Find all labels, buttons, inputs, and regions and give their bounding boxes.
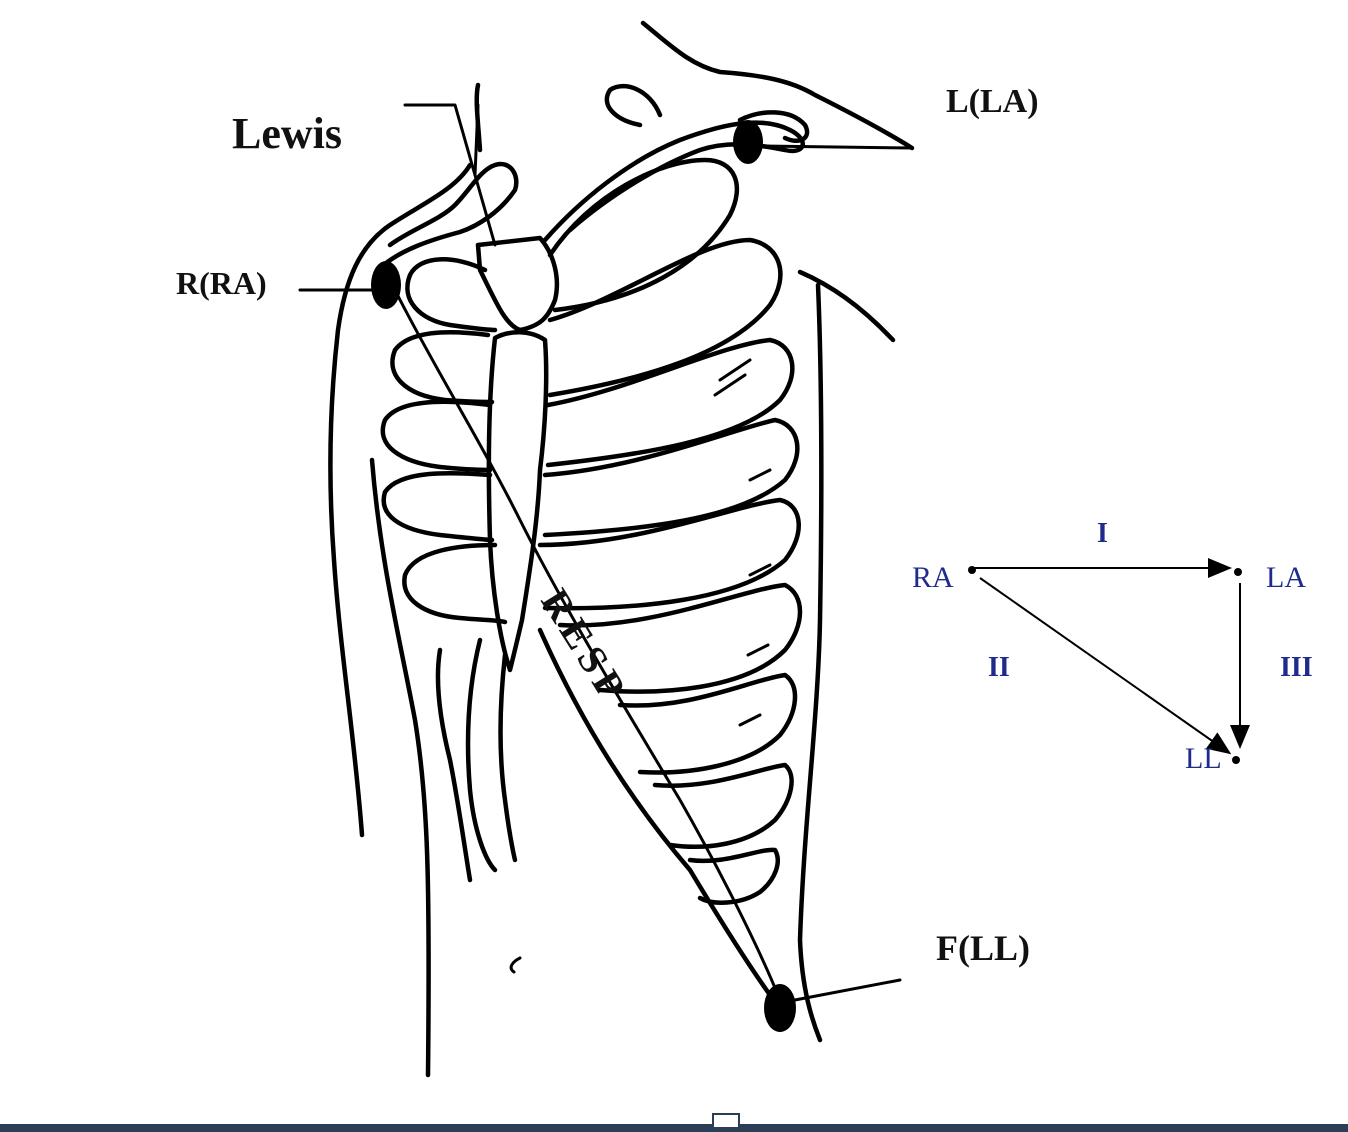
ra-node-label: RA [912,561,954,594]
torso-right-contour [797,282,824,1043]
ra-node-dot [968,566,976,574]
intercostal-mark [738,713,762,727]
right-rib [498,652,518,863]
intercostal-mark [718,358,752,382]
left-rib [617,672,798,775]
left-rib [547,237,783,398]
la-electrode-label: L(LA) [946,83,1039,120]
lead-ii-arrow [979,577,1232,755]
la-electrode [733,120,763,164]
lead-i-label: I [1097,518,1108,549]
lewis-pointer-line [403,103,497,247]
intercostal-mark [746,643,770,657]
electrode-labels: Lewis L(LA) R(RA) F(LL) RESP [176,83,1039,968]
right-rib [405,257,498,333]
right-rib [381,470,495,543]
manubrium [475,235,560,333]
left-rib [547,157,740,313]
bottom-tab-marker [712,1113,740,1127]
right-rib [390,330,495,405]
ra-to-ll-wire [393,288,782,1002]
right-rib [402,542,508,625]
right-rib [380,399,493,473]
neck-right-line [640,20,915,151]
torso-left-lower-contour [369,457,431,1078]
right-ribs [380,257,518,883]
left-acromion [604,83,663,128]
left-rib [537,497,801,611]
ll-electrode [764,984,796,1032]
torso-outline [328,20,915,1078]
ll-node-dot [1232,756,1240,764]
left-rib [687,847,780,905]
left-clavicle [542,120,805,243]
ll-wire [793,978,902,1002]
left-rib [542,417,800,538]
sternum [475,235,560,673]
right-clavicle [377,161,519,271]
lead-iii-label: III [1280,652,1313,683]
left-shoulder-joint [737,110,810,143]
ra-electrode-label: R(RA) [176,265,267,301]
electrodes [371,120,796,1032]
left-rib [652,762,794,849]
navel-mark [509,956,522,974]
clavicles [377,83,810,271]
intercostal-mark [713,373,747,397]
costal-margin [537,627,773,998]
einthoven-triangle: RA LA LL I II III [912,518,1313,775]
right-rib [435,647,473,883]
left-rib [557,582,803,694]
la-node-dot [1234,568,1242,576]
la-wire [758,144,914,150]
method-label: Lewis [232,109,342,158]
ll-electrode-label: F(LL) [936,928,1030,968]
ra-electrode [371,261,401,309]
bottom-border-bar [0,1124,1348,1132]
left-rib [545,337,795,468]
sternum-body [486,330,549,673]
lead-wires [298,103,914,1002]
intercostal-mark [748,468,772,482]
ll-node-label: LL [1185,742,1222,775]
right-rib [465,637,498,873]
lead-ii-label: II [988,652,1010,683]
intercostal-mark [748,563,772,577]
torso-right-shoulder [797,269,896,343]
left-ribs [537,157,803,998]
lewis-pointer-line-2 [473,103,480,177]
torso-left-contour [328,162,473,838]
la-node-label: LA [1266,561,1306,594]
